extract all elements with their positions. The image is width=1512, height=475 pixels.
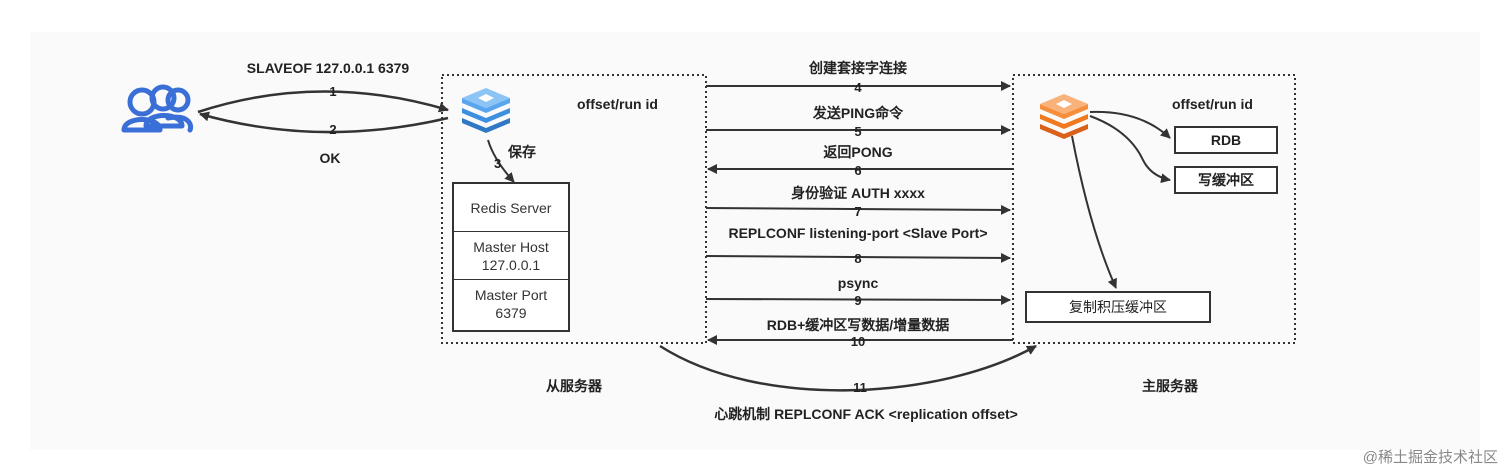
arrow-to-backlog bbox=[1071, 135, 1117, 289]
redis-server-cell: Redis Server bbox=[454, 184, 568, 232]
master-port-value: 6379 bbox=[495, 305, 527, 321]
redis-server-label: Redis Server bbox=[470, 199, 552, 216]
master-offset-label: offset/run id bbox=[1172, 96, 1253, 112]
slave-redis-icon bbox=[462, 88, 510, 133]
master-caption: 主服务器 bbox=[1142, 378, 1198, 394]
master-host-cell: Master Host 127.0.0.1 bbox=[454, 232, 568, 280]
users-icon bbox=[121, 84, 194, 133]
replication-backlog-box: 复制积压缓冲区 bbox=[1025, 291, 1211, 323]
step-4-num: 4 bbox=[854, 80, 862, 95]
rdb-label: RDB bbox=[1210, 132, 1242, 148]
step-8-text: REPLCONF listening-port <Slave Port> bbox=[728, 225, 988, 241]
arrow-2 bbox=[199, 111, 449, 134]
heartbeat-label: 心跳机制 REPLCONF ACK <replication offset> bbox=[714, 406, 1018, 422]
step-9-num: 9 bbox=[854, 293, 862, 308]
step-5-num: 5 bbox=[854, 124, 862, 139]
step-10-num: 10 bbox=[850, 334, 866, 349]
step-7-text: 身份验证 AUTH xxxx bbox=[791, 185, 925, 201]
write-buffer-box: 写缓冲区 bbox=[1174, 166, 1278, 194]
master-redis-icon bbox=[1040, 94, 1088, 139]
slave-offset-label: offset/run id bbox=[577, 96, 658, 112]
master-host-label: Master Host bbox=[473, 238, 549, 255]
step-6-num: 6 bbox=[854, 163, 862, 178]
step-8-num: 8 bbox=[854, 251, 862, 266]
watermark: @稀土掘金技术社区 bbox=[1362, 449, 1498, 466]
master-host-value: 127.0.0.1 bbox=[481, 256, 541, 273]
step-5-text: 发送PING命令 bbox=[812, 105, 904, 121]
arrow-1 bbox=[197, 90, 449, 114]
step-3-label: 3 bbox=[494, 156, 502, 171]
master-port-label: Master Port bbox=[474, 287, 548, 303]
write-buffer-label: 写缓冲区 bbox=[1198, 172, 1254, 188]
replication-backlog-label: 复制积压缓冲区 bbox=[1069, 299, 1167, 315]
arrow-to-rdb bbox=[1089, 110, 1171, 139]
save-label: 保存 bbox=[508, 144, 536, 160]
ok-label: OK bbox=[319, 150, 341, 166]
slave-info-stack: Redis Server Master Host 127.0.0.1 Maste… bbox=[452, 182, 570, 332]
slaveof-command: SLAVEOF 127.0.0.1 6379 bbox=[246, 60, 410, 76]
slave-region bbox=[441, 74, 707, 344]
arrow-7 bbox=[705, 204, 1011, 215]
master-port-cell: Master Port 6379 bbox=[454, 280, 568, 328]
step-2-label: 2 bbox=[329, 122, 337, 137]
step-1-label: 1 bbox=[329, 84, 337, 99]
master-region bbox=[1012, 74, 1296, 344]
step-9-text: psync bbox=[837, 275, 879, 291]
arrow-9 bbox=[705, 294, 1011, 305]
arrow-3 bbox=[487, 139, 515, 183]
rdb-box: RDB bbox=[1174, 126, 1278, 154]
arrow-11 bbox=[659, 344, 1037, 392]
slave-caption: 从服务器 bbox=[546, 378, 602, 394]
arrow-8 bbox=[705, 252, 1011, 263]
step-4-text: 创建套接字连接 bbox=[809, 60, 907, 76]
diagram-background bbox=[30, 32, 1480, 450]
step-11-num: 11 bbox=[853, 380, 867, 395]
arrow-to-write-buffer bbox=[1089, 115, 1171, 184]
step-7-num: 7 bbox=[854, 204, 862, 219]
step-6-text: 返回PONG bbox=[823, 144, 893, 160]
step-10-text: RDB+缓冲区写数据/增量数据 bbox=[766, 317, 950, 333]
